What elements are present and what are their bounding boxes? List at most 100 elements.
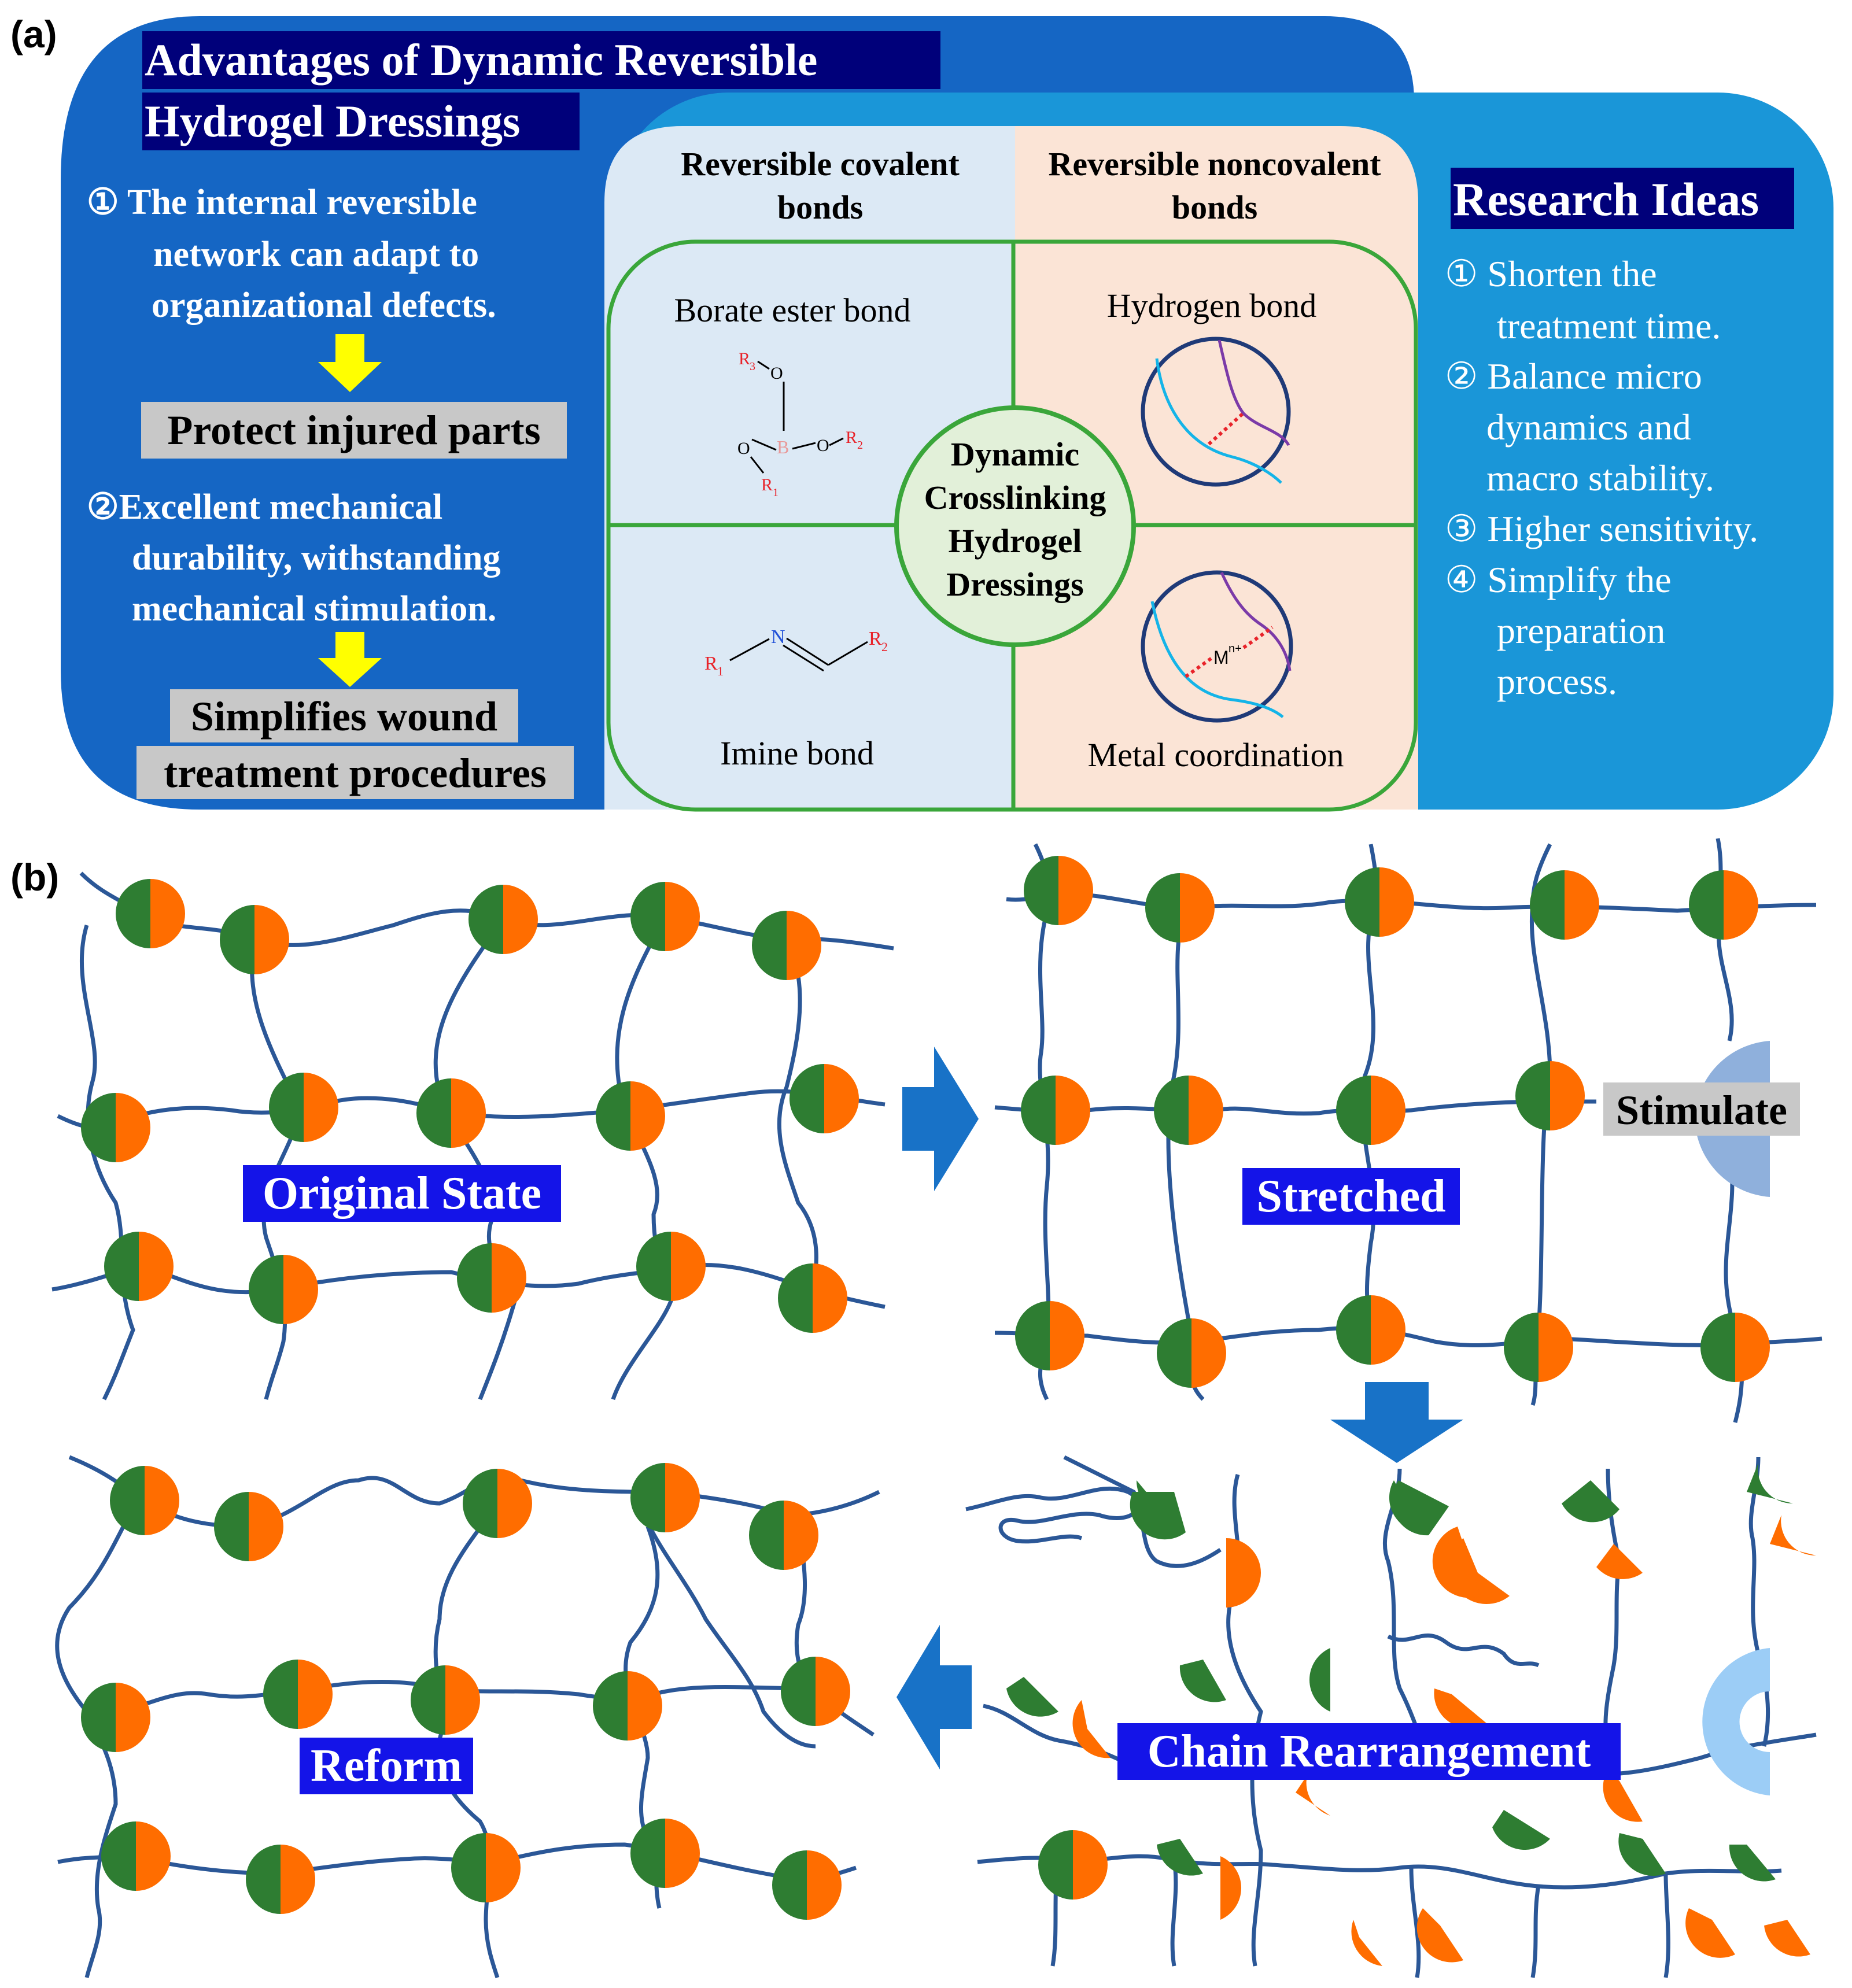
label-stimulate: Stimulate <box>1616 1087 1787 1133</box>
down-arrow-1 <box>318 334 382 392</box>
svg-text:1: 1 <box>773 486 779 499</box>
bead <box>790 1064 859 1133</box>
half-bead-green <box>1157 1839 1203 1876</box>
svg-text:O: O <box>737 439 750 458</box>
half-bead-orange <box>1596 1544 1643 1579</box>
advantage-2-line1: ②Excellent mechanical <box>87 487 442 527</box>
svg-text:R: R <box>846 428 857 447</box>
bead <box>1689 870 1758 940</box>
research-line1: ① Shorten the <box>1445 253 1657 294</box>
svg-text:R: R <box>761 475 773 494</box>
bead <box>1021 1076 1090 1145</box>
research-line6: ③ Higher sensitivity. <box>1445 508 1758 549</box>
bead <box>81 1683 150 1752</box>
bead <box>1015 1301 1084 1370</box>
bead <box>596 1081 665 1151</box>
panel-a-label: (a) <box>10 13 57 56</box>
half-bead-orange <box>1220 1856 1242 1920</box>
metal-label: Metal coordination <box>1088 736 1344 774</box>
stimulus-shape-light <box>1702 1648 1770 1795</box>
beads-stretched <box>1015 856 1770 1388</box>
svg-text:O: O <box>817 436 829 455</box>
advantage-1-line2: network can adapt to <box>153 235 479 274</box>
research-line4: dynamics and <box>1486 407 1691 448</box>
advantage-2-line2: durability, withstanding <box>132 538 500 578</box>
half-bead-orange <box>1072 1700 1111 1758</box>
label-original: Original State <box>263 1168 541 1219</box>
covalent-header-line1: Reversible covalent <box>681 145 960 183</box>
bead <box>630 1463 700 1532</box>
research-title-bg <box>1451 168 1794 229</box>
half-bead-orange <box>1416 1908 1463 1963</box>
svg-text:3: 3 <box>750 360 755 373</box>
hub-line1: Dynamic <box>951 435 1079 473</box>
network-reform <box>55 1455 880 1979</box>
half-bead-green <box>1618 1833 1666 1876</box>
label-stretched: Stretched <box>1256 1171 1445 1222</box>
advantage-2-line3: mechanical stimulation. <box>132 589 496 629</box>
half-bead-green <box>1309 1648 1330 1712</box>
half-bead-green <box>1747 1463 1793 1504</box>
bead <box>772 1850 842 1920</box>
borate-label: Borate ester bond <box>674 291 910 329</box>
arrow-left <box>897 1625 972 1769</box>
bond-types-area <box>604 126 1418 810</box>
label-original-bg <box>243 1165 561 1222</box>
svg-text:R: R <box>704 653 718 674</box>
half-bead-green <box>1130 1492 1186 1540</box>
bead <box>1515 1061 1585 1130</box>
result-2-box-2 <box>136 746 574 799</box>
imine-structure: R 1 N R 2 <box>704 626 888 678</box>
svg-text:1: 1 <box>717 664 724 678</box>
bead <box>1700 1313 1770 1382</box>
bead <box>778 1263 847 1333</box>
bead <box>220 905 289 974</box>
advantages-title-line2: Hydrogel Dressings <box>145 96 520 146</box>
hub-line3: Hydrogel <box>949 522 1082 560</box>
imine-label: Imine bond <box>720 734 874 772</box>
bead <box>249 1255 318 1324</box>
result-2-box-1 <box>170 689 518 742</box>
bead <box>636 1232 706 1301</box>
advantages-title-bg-2 <box>142 93 580 150</box>
arrow-right <box>902 1047 979 1191</box>
bead <box>630 1819 700 1888</box>
bead <box>1145 873 1215 943</box>
result-1-text: Protect injured parts <box>167 407 540 453</box>
research-line9: process. <box>1497 661 1617 702</box>
bead <box>1336 1076 1405 1145</box>
label-stimulate-bg <box>1603 1082 1800 1136</box>
bead <box>1157 1318 1226 1388</box>
bead <box>1154 1076 1223 1145</box>
bead <box>781 1657 850 1726</box>
bead <box>1504 1313 1573 1382</box>
bead <box>1530 870 1599 940</box>
beads-rearranged <box>1006 1463 1816 1966</box>
hub-line4: Dressings <box>946 566 1083 603</box>
hydrogen-bond-diagram <box>1141 337 1291 487</box>
dynamic-crosslinking-hub <box>894 405 1136 647</box>
bead <box>214 1492 283 1561</box>
bead <box>104 1232 174 1301</box>
noncovalent-header-line1: Reversible noncovalent <box>1048 145 1381 183</box>
research-line8: preparation <box>1497 610 1665 651</box>
down-arrow-2 <box>318 632 382 687</box>
bead <box>269 1073 338 1142</box>
research-line2: treatment time. <box>1497 305 1721 346</box>
metal-coordination-diagram: M n+ <box>1141 570 1293 723</box>
bead <box>416 1078 486 1148</box>
bead <box>116 879 185 948</box>
bead <box>457 1243 526 1313</box>
arrow-down <box>1330 1382 1463 1463</box>
advantage-1-line1: ① The internal reversible <box>87 183 477 222</box>
bead <box>463 1469 532 1538</box>
svg-text:M: M <box>1213 647 1229 668</box>
result-2-line1: Simplifies wound <box>191 693 497 740</box>
network-rearranged <box>965 1455 1817 1978</box>
bead <box>263 1660 333 1729</box>
label-rearrange: Chain Rearrangement <box>1148 1726 1591 1777</box>
bead <box>110 1466 179 1535</box>
half-bead-orange <box>1432 1527 1481 1598</box>
advantages-title-bg-1 <box>142 31 940 89</box>
